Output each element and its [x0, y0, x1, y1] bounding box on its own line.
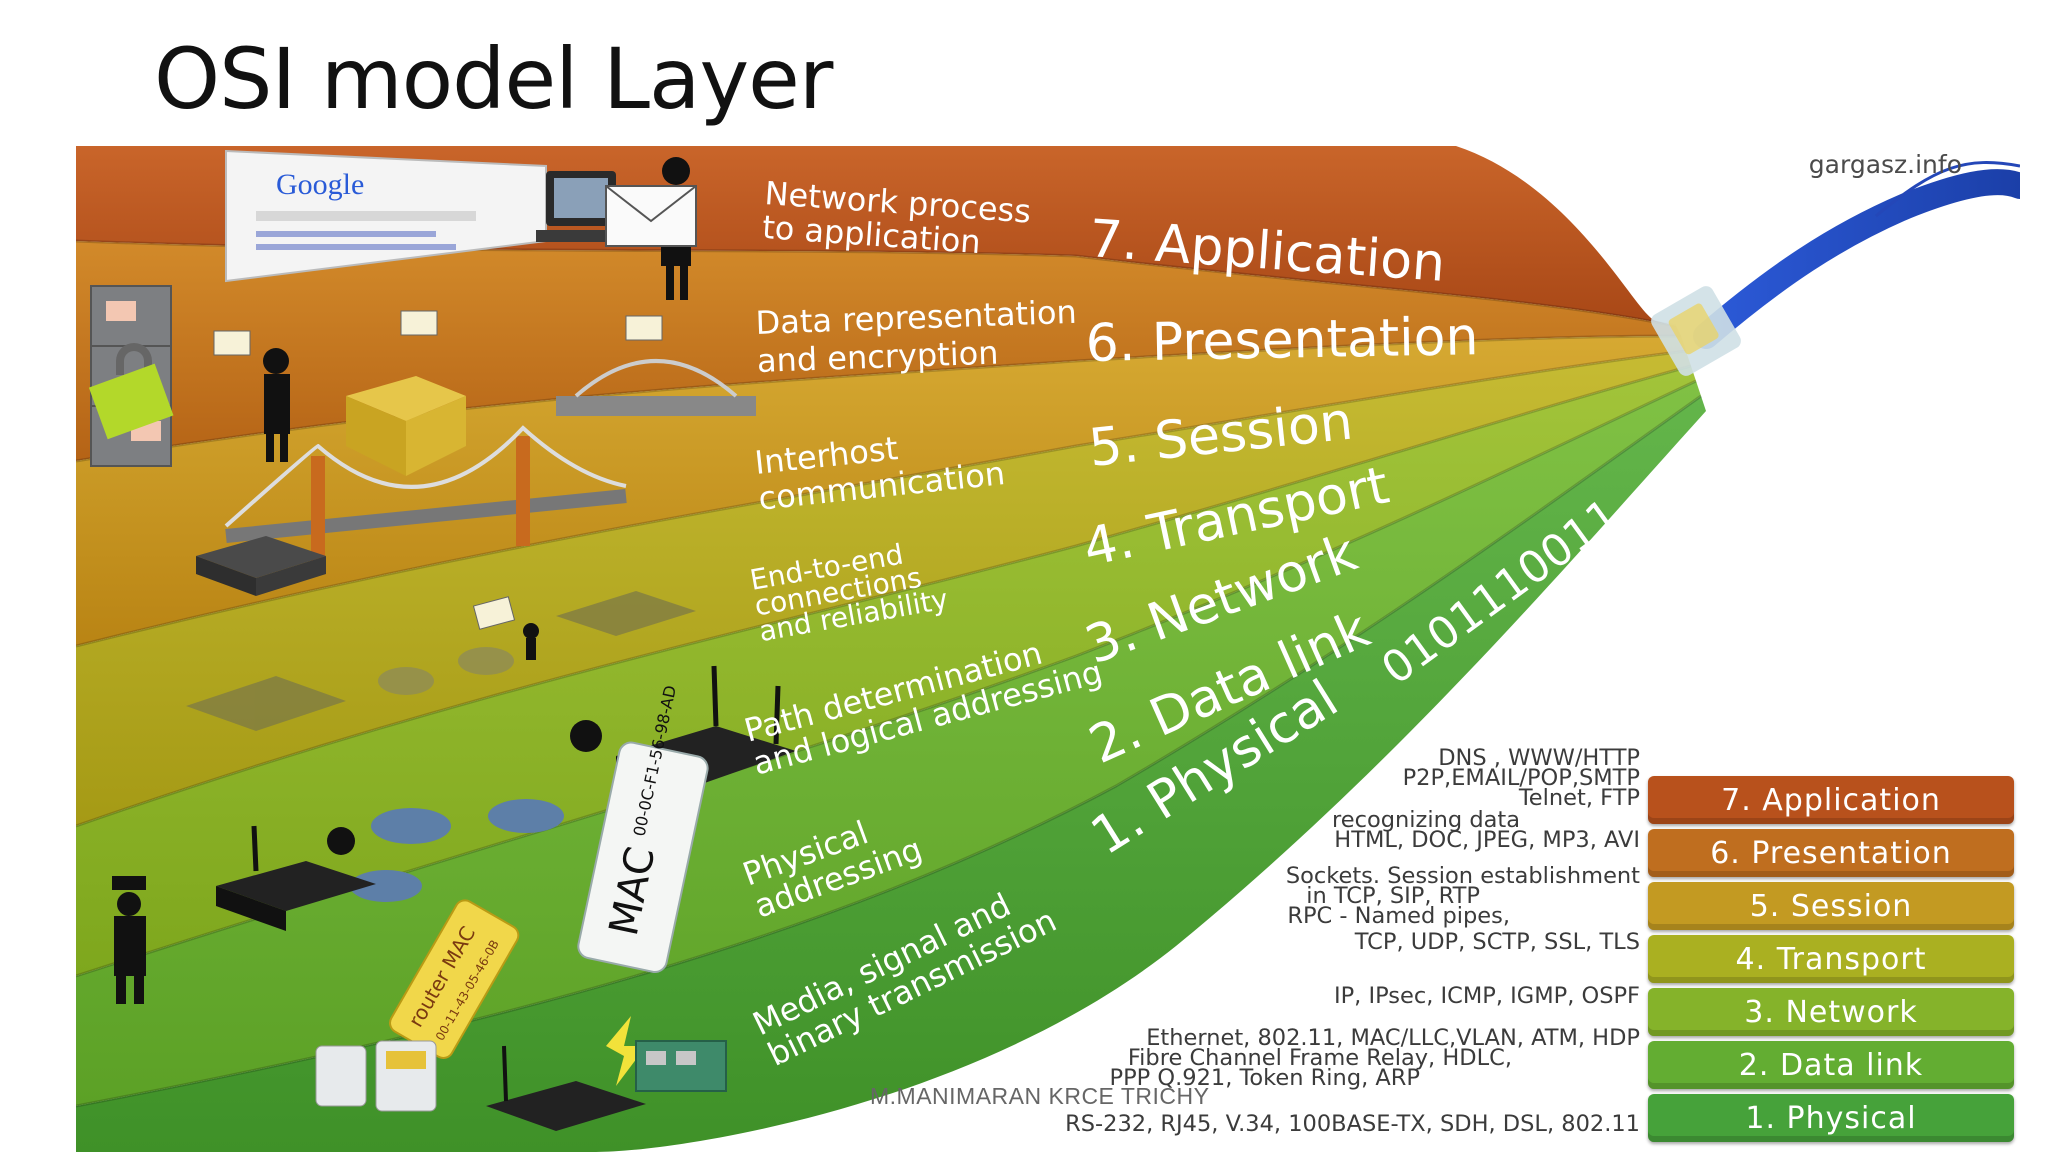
box-icon	[346, 310, 466, 476]
band-presentation	[76, 241, 1681, 461]
osi-band-graphic: Google	[76, 146, 2020, 1152]
router-icon	[196, 536, 326, 596]
osi-layer-legend: 7. Application 6. Presentation 5. Sessio…	[1648, 776, 2014, 1147]
lightning-icon	[606, 1016, 646, 1086]
svg-text:Google: Google	[276, 168, 364, 201]
padlock-icon	[88, 343, 174, 440]
legend-data-link: 2. Data link	[1648, 1041, 2014, 1089]
protocols-physical: RS-232, RJ45, V.34, 100BASE-TX, SDH, DSL…	[1065, 1111, 1640, 1137]
legend-transport: 4. Transport	[1648, 935, 2014, 983]
runner-envelope-icon	[472, 596, 539, 660]
protocols-network: IP, IPsec, ICMP, IGMP, OSPF	[1333, 983, 1640, 1009]
legend-application: 7. Application	[1648, 776, 2014, 824]
mac-tag-icon: MAC 00-0C-F1-56-98-AD	[577, 684, 709, 973]
rj45-connector-icon	[315, 1040, 437, 1112]
band-physical	[76, 396, 1706, 1152]
protocols-application: DNS , WWW/HTTP P2P,EMAIL/POP,SMTP Telnet…	[1402, 745, 1640, 811]
legend-session: 5. Session	[1648, 882, 2014, 930]
band-session	[76, 336, 1686, 646]
police-officer-icon	[112, 876, 146, 1004]
router-small-icon	[486, 1045, 646, 1131]
slide-title: OSI model Layer	[154, 30, 833, 128]
band-network	[76, 366, 1696, 976]
desc-application: Network processto application	[761, 174, 1032, 264]
router-network-icon	[186, 591, 696, 731]
switch-icons	[350, 799, 564, 902]
computer-icon	[536, 171, 626, 242]
protocols-session: Sockets. Session establishment in TCP, S…	[1285, 863, 1640, 929]
legend-physical: 1. Physical	[1648, 1094, 2014, 1142]
ethernet-cable-icon	[1651, 161, 2020, 376]
router-physical-icon	[216, 825, 376, 931]
mini-bridge-icon	[556, 315, 756, 416]
band-label-presentation: 6. Presentation	[1085, 307, 1479, 374]
legend-network: 3. Network	[1648, 988, 2014, 1036]
browser-window-icon: Google	[225, 149, 547, 283]
protocols-data-link: Ethernet, 802.11, MAC/LLC,VLAN, ATM, HDP…	[1109, 1025, 1640, 1091]
band-transport	[76, 351, 1691, 826]
person-envelope-icon	[605, 157, 697, 300]
bridge-icon	[224, 425, 627, 566]
osi-illustration: Google	[76, 146, 2020, 1152]
protocols-transport: TCP, UDP, SCTP, SSL, TLS	[1354, 929, 1640, 955]
network-card-icon	[635, 1040, 727, 1092]
person-holding-envelope-icon	[213, 330, 290, 462]
protocols-presentation: recognizing data HTML, DOC, JPEG, MP3, A…	[1332, 807, 1640, 853]
desc-transport: End-to-endconnectionsand reliability	[747, 531, 950, 648]
legend-presentation: 6. Presentation	[1648, 829, 2014, 877]
slide-footer: M.MANIMARAN KRCE TRICHY	[870, 1083, 1210, 1109]
source-watermark: gargasz.info	[1808, 150, 1962, 179]
